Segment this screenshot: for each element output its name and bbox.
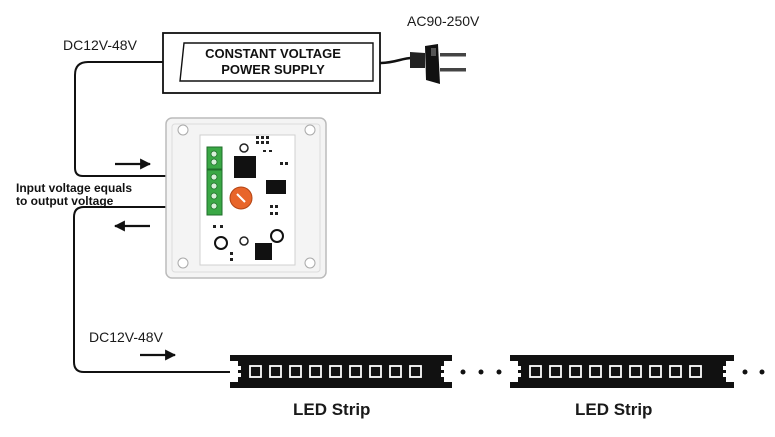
dc-output-label: DC12V-48V [89, 329, 163, 345]
output-wire [73, 206, 230, 373]
led-strip-1 [230, 355, 452, 388]
note-line2: to output voltage [16, 194, 114, 208]
input-wire [74, 61, 208, 177]
led-strip-2 [510, 355, 734, 388]
power-supply-line1: CONSTANT VOLTAGE [205, 46, 341, 61]
dc-input-label: DC12V-48V [63, 37, 137, 53]
dimmer-module-icon [165, 117, 327, 279]
power-plug-icon [379, 44, 466, 84]
power-supply-box [162, 32, 381, 94]
ac-input-label: AC90-250V [407, 13, 480, 29]
continuation-dots [460, 369, 765, 375]
led-strip-label-1: LED Strip [293, 400, 371, 419]
power-supply-label: CONSTANT VOLTAGE POWER SUPPLY [178, 46, 368, 78]
led-strip-label-2: LED Strip [575, 400, 653, 419]
note-line1: Input voltage equals [16, 181, 133, 195]
power-supply-line2: POWER SUPPLY [221, 62, 325, 77]
